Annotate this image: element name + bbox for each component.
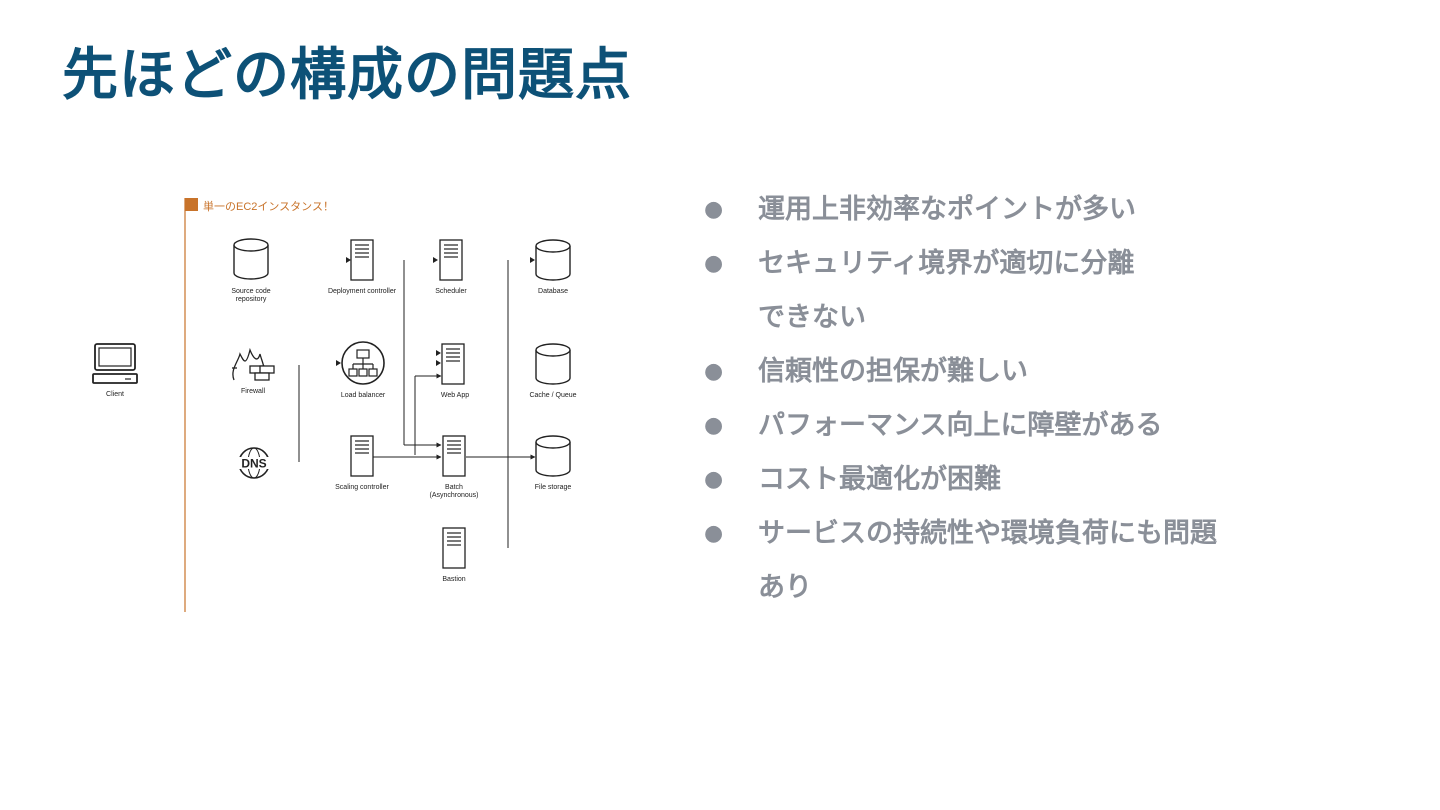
- problem-item: ● パフォーマンス向上に障壁がある: [700, 399, 1260, 453]
- bullet-dot-icon: ●: [704, 521, 724, 546]
- bullet-dot-icon: ●: [704, 197, 724, 222]
- database-icon: [233, 238, 269, 280]
- database-icon: [535, 239, 571, 281]
- server-icon: [350, 239, 374, 281]
- connection-lines: [298, 260, 536, 548]
- source-repository-label-2: repository: [236, 296, 267, 303]
- source-repository-label-1: Source code: [231, 288, 270, 295]
- load-balancer-icon: [341, 341, 385, 385]
- bastion-label: Bastion: [442, 576, 465, 583]
- problem-list: ● 運用上非効率なポイントが多い ● セキュリティ境界が適切に分離できない ● 信頼性…: [700, 183, 1260, 615]
- load-balancer-label: Load balancer: [341, 392, 386, 399]
- problem-item: ● 信頼性の担保が難しい: [700, 345, 1260, 399]
- scaling-controller-label: Scaling controller: [335, 484, 389, 491]
- scheduler-label: Scheduler: [435, 288, 467, 295]
- dns-node: DNS: [237, 447, 271, 479]
- batch-label-1: Batch: [445, 484, 463, 491]
- file-storage-node: File storage: [535, 435, 572, 491]
- batch-node: Batch (Asynchronous): [429, 435, 479, 499]
- bullet-dot-icon: ●: [704, 359, 724, 384]
- scheduler-node: Scheduler: [433, 239, 467, 295]
- load-balancer-node: Load balancer: [336, 341, 386, 399]
- problem-item: ● セキュリティ境界が適切に分離できない: [700, 237, 1260, 345]
- file-storage-label: File storage: [535, 484, 572, 491]
- database-node: Database: [530, 239, 571, 295]
- problem-item: ● 運用上非効率なポイントが多い: [700, 183, 1260, 237]
- web-app-label: Web App: [441, 392, 469, 399]
- source-repository-node: Source code repository: [231, 238, 271, 303]
- cache-queue-node: Cache / Queue: [529, 343, 577, 399]
- ec2-instance-icon: [185, 198, 198, 211]
- laptop-icon: [92, 343, 138, 384]
- database-icon: [535, 435, 571, 477]
- deployment-controller-node: Deployment controller: [328, 239, 397, 295]
- deployment-controller-label: Deployment controller: [328, 288, 397, 295]
- problem-text: コスト最適化が困難: [758, 464, 1001, 495]
- ec2-instance-label: 単一のEC2インスタンス！: [203, 199, 334, 213]
- firewall-icon: [232, 347, 275, 381]
- database-label: Database: [538, 288, 568, 295]
- server-icon: [350, 435, 374, 477]
- web-app-node: Web App: [436, 343, 469, 399]
- problem-text: 運用上非効率なポイントが多い: [758, 194, 1136, 225]
- client-label: Client: [106, 391, 124, 398]
- firewall-node: Firewall: [232, 347, 275, 395]
- server-icon: [441, 343, 465, 385]
- problem-text: セキュリティ境界が適切に分離できない: [758, 248, 1135, 333]
- bastion-node: Bastion: [442, 527, 466, 583]
- ec2-instance-boundary: 単一のEC2インスタンス！: [184, 198, 334, 612]
- slide-title: 先ほどの構成の問題点: [62, 43, 632, 108]
- problem-text: サービスの持続性や環境負荷にも問題あり: [758, 518, 1217, 603]
- problem-item: ● コスト最適化が困難: [700, 453, 1260, 507]
- server-icon: [439, 239, 463, 281]
- problem-item: ● サービスの持続性や環境負荷にも問題あり: [700, 507, 1260, 615]
- database-icon: [535, 343, 571, 385]
- firewall-label: Firewall: [241, 388, 266, 395]
- batch-label-2: (Asynchronous): [429, 492, 478, 499]
- server-icon: [442, 527, 466, 569]
- dns-label: DNS: [241, 457, 266, 471]
- server-icon: [442, 435, 466, 477]
- bullet-dot-icon: ●: [704, 413, 724, 438]
- problem-text: パフォーマンス向上に障壁がある: [758, 410, 1163, 441]
- client-node: Client: [92, 343, 138, 398]
- scaling-controller-node: Scaling controller: [335, 435, 390, 491]
- problem-text: 信頼性の担保が難しい: [758, 356, 1028, 387]
- bullet-dot-icon: ●: [704, 467, 724, 492]
- bullet-dot-icon: ●: [704, 251, 724, 276]
- cache-queue-label: Cache / Queue: [529, 392, 576, 399]
- dns-globe-icon: DNS: [237, 447, 271, 479]
